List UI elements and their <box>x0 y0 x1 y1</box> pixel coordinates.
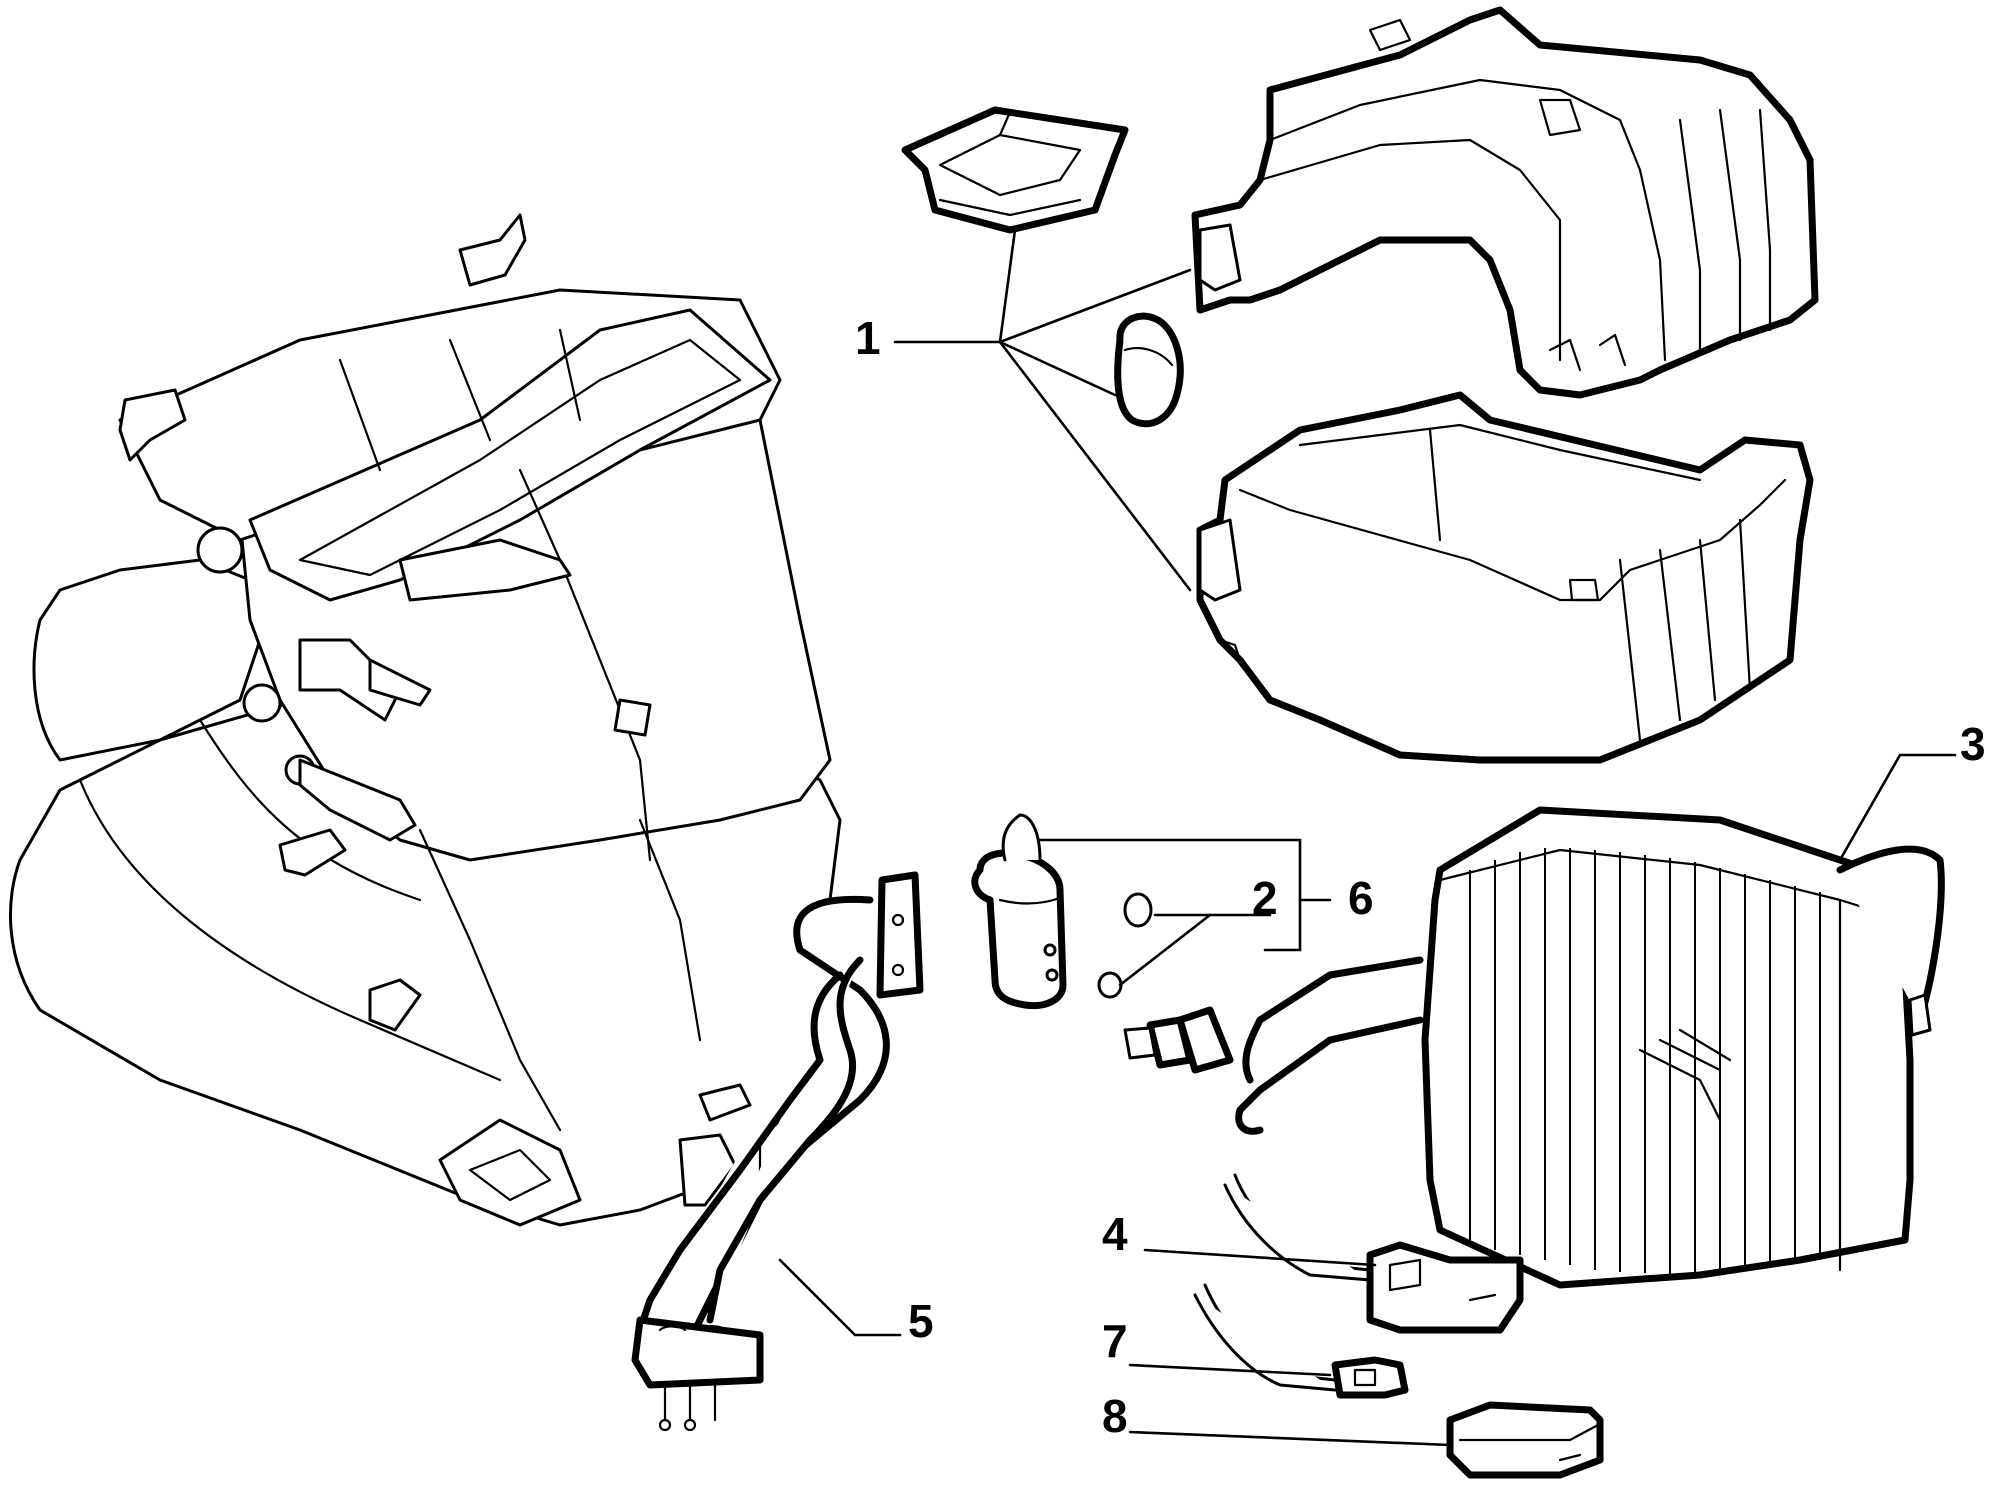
leader-lines <box>778 228 1957 1447</box>
callout-4: 4 <box>1102 1208 1128 1260</box>
callout-2: 2 <box>1252 872 1278 924</box>
callout-6: 6 <box>1348 872 1374 924</box>
part-7-wiring-plug <box>1193 1283 1409 1399</box>
part-1-lower-housing <box>1196 391 1814 764</box>
callout-1: 1 <box>855 312 881 364</box>
part-6-expansion-valve <box>971 813 1067 1010</box>
part-1-upper-cover <box>1191 6 1819 399</box>
part-1-grommet <box>1114 312 1184 428</box>
part-1-filter-tray <box>901 106 1129 234</box>
callout-8: 8 <box>1102 1390 1128 1442</box>
part-3-evaporator <box>1123 806 1945 1289</box>
callout-labels: 1 2 6 3 4 5 7 8 <box>855 312 1986 1442</box>
hvac-housing <box>8 213 842 1227</box>
part-5-refrigerant-pipes <box>631 871 924 1432</box>
callout-7: 7 <box>1102 1315 1128 1367</box>
callout-5: 5 <box>908 1295 934 1347</box>
callout-3: 3 <box>1960 718 1986 770</box>
part-4-sensor <box>1223 1173 1524 1334</box>
part-8-connector <box>1446 1401 1604 1479</box>
part-2-o-rings <box>1097 892 1153 999</box>
